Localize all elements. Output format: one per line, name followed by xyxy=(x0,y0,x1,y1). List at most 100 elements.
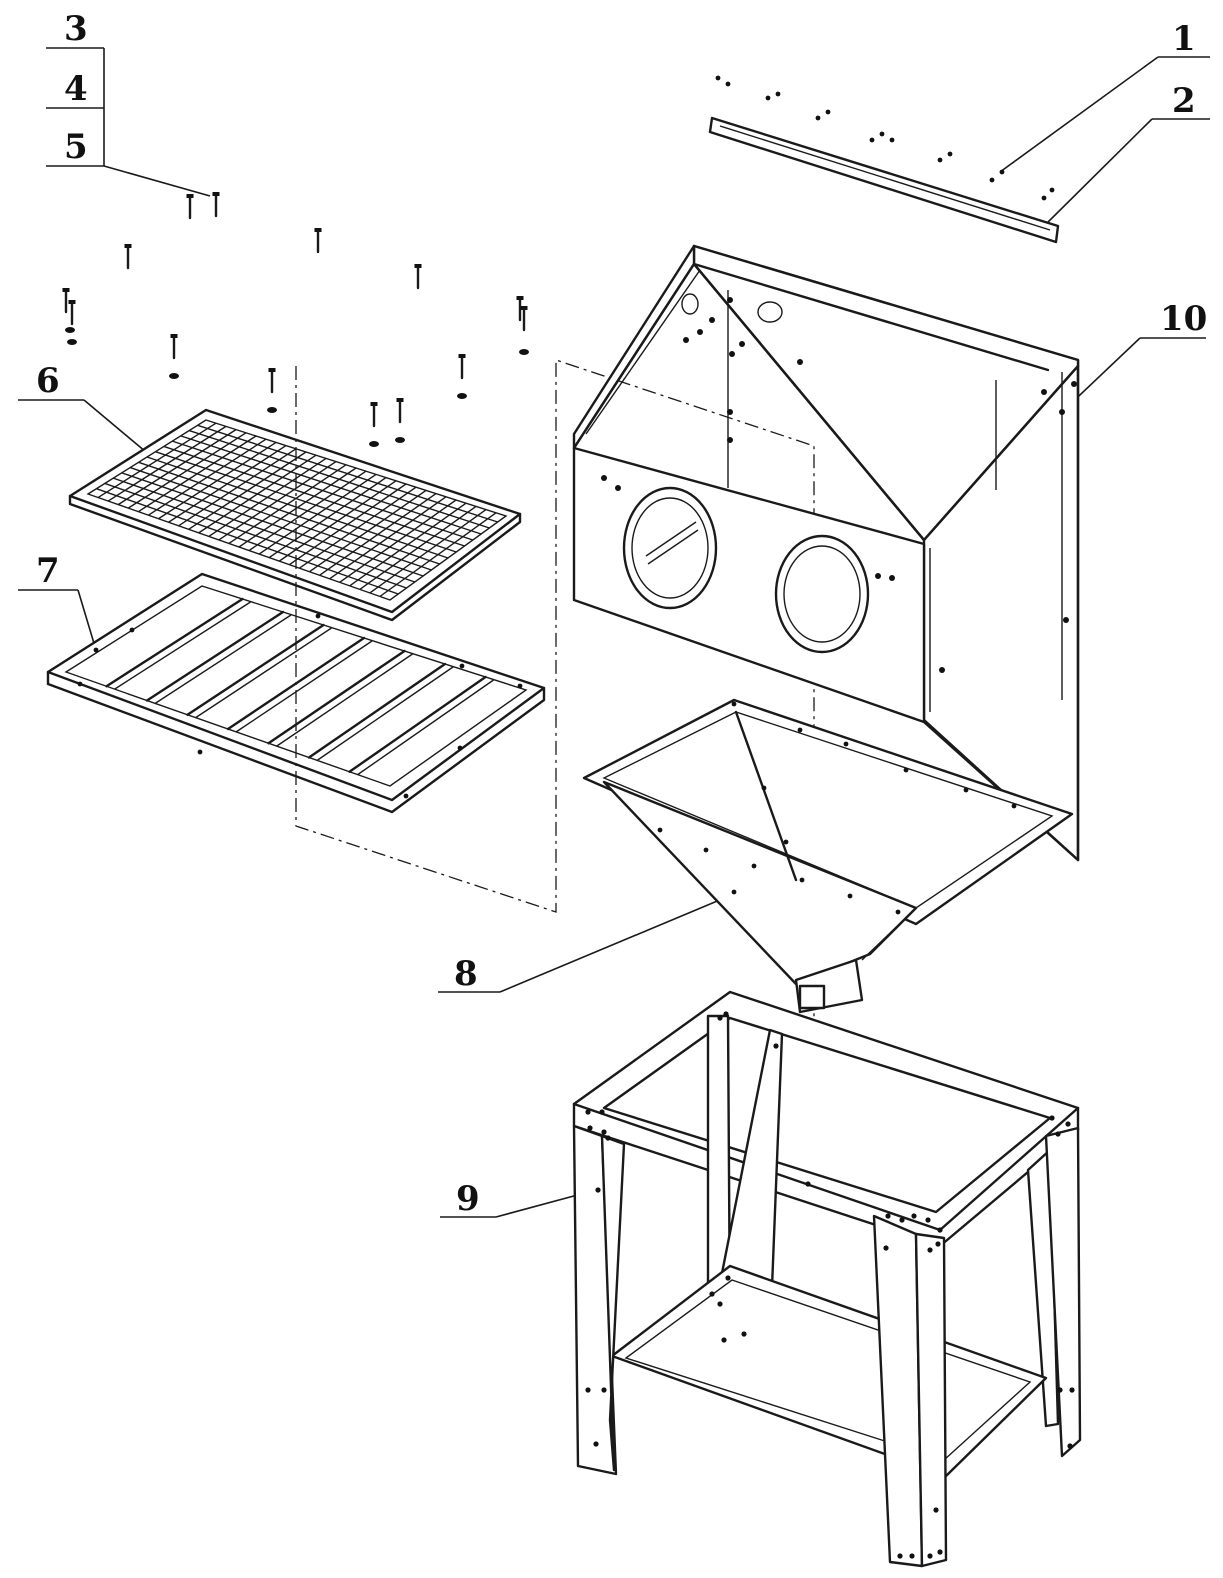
rivet-dot xyxy=(909,1553,915,1559)
rivet-dot xyxy=(585,1109,591,1115)
rivet-dot xyxy=(761,785,767,791)
rivet-dot xyxy=(799,877,805,883)
rivet-dot xyxy=(721,1337,727,1343)
callout-2: 2 xyxy=(1172,81,1196,121)
mesh-line xyxy=(121,472,424,577)
callout-10: 10 xyxy=(1160,299,1207,339)
rivet-dot xyxy=(883,1245,889,1251)
rivet-dot xyxy=(697,329,703,335)
rivet-dot xyxy=(773,1043,779,1049)
hopper-funnel xyxy=(582,698,1074,1014)
slat-line xyxy=(154,614,292,705)
rivet-dot xyxy=(709,1291,715,1297)
cabinet-rivets xyxy=(601,297,1077,673)
support-stand xyxy=(572,990,1082,1568)
slat-line xyxy=(307,662,447,759)
rivet-dot xyxy=(925,1217,931,1223)
rivet-dot xyxy=(725,1275,731,1281)
hex-bolt-icon xyxy=(414,264,422,268)
tray-slats xyxy=(77,597,523,799)
mesh-line xyxy=(129,466,432,571)
rivet-dot xyxy=(683,337,689,343)
rivet-dot xyxy=(615,485,621,491)
rivet-dot xyxy=(1049,1115,1055,1121)
rivet-dot xyxy=(197,749,203,755)
callout-6: 6 xyxy=(36,361,60,401)
washer-icon xyxy=(369,441,379,447)
slat-line xyxy=(145,610,285,702)
rivet-dot xyxy=(1065,1121,1071,1127)
rivet-dot xyxy=(739,341,745,347)
slat-line xyxy=(235,640,373,733)
rivet-dot xyxy=(731,889,737,895)
washer-icon xyxy=(519,349,529,355)
hex-bolt-icon xyxy=(396,398,404,402)
rivet-dot xyxy=(933,1507,939,1513)
washer-icon xyxy=(457,393,467,399)
slat-line xyxy=(186,623,325,716)
rivet-dot xyxy=(939,667,945,673)
rivet-dot xyxy=(765,95,771,101)
rivet-dot xyxy=(725,81,731,87)
rivet-dot xyxy=(657,827,663,833)
rivet-dot xyxy=(1055,1131,1061,1137)
hex-bolt-icon xyxy=(370,402,378,406)
rivet-dot xyxy=(999,169,1005,175)
rivet-dot xyxy=(897,1553,903,1559)
stand-bolts xyxy=(585,1011,1075,1559)
rivet-dot xyxy=(937,1549,943,1555)
washer-icon xyxy=(65,327,75,333)
rivet-dot xyxy=(703,847,709,853)
rivet-dot xyxy=(709,317,715,323)
rivet-dot xyxy=(889,575,895,581)
mesh-line xyxy=(197,424,498,523)
rivet-dot xyxy=(1049,187,1055,193)
rivet-dot xyxy=(847,893,853,899)
slat-line xyxy=(114,601,251,690)
hex-bolt-icon xyxy=(186,194,194,198)
hex-bolt-icon xyxy=(170,334,178,338)
washer-icon xyxy=(169,373,179,379)
rivet-dot xyxy=(797,727,803,733)
rivet-dot xyxy=(727,297,733,303)
rivet-dot xyxy=(783,839,789,845)
rivet-dot xyxy=(899,1217,905,1223)
rivet-dot xyxy=(895,909,901,915)
rivet-dot xyxy=(77,681,83,687)
rivet-dot xyxy=(1041,389,1047,395)
mesh-line xyxy=(172,440,474,541)
rivet-dot xyxy=(889,137,895,143)
hex-bolt-icon xyxy=(62,288,70,292)
washer-icon xyxy=(395,437,405,443)
rivet-dot xyxy=(741,1331,747,1337)
slat-line xyxy=(357,679,494,776)
rivet-dot xyxy=(927,1247,933,1253)
grid-plate xyxy=(68,408,522,622)
rivet-dot xyxy=(717,1301,723,1307)
slat-line xyxy=(195,627,332,719)
rivet-dot xyxy=(1059,409,1065,415)
hex-bolt-icon xyxy=(458,354,466,358)
mesh-line xyxy=(146,456,449,559)
rivet-dot xyxy=(911,1213,917,1219)
mesh-line xyxy=(113,477,416,583)
hinge-strip xyxy=(708,75,1060,244)
callout-1: 1 xyxy=(1172,19,1196,59)
hinge-screws xyxy=(715,75,1055,201)
washer-icon xyxy=(267,407,277,413)
rivet-dot xyxy=(585,1387,591,1393)
rivet-dot xyxy=(727,409,733,415)
rivet-dot xyxy=(605,1135,611,1141)
rivet-dot xyxy=(727,437,733,443)
callout-3: 3 xyxy=(64,9,88,49)
slat-line xyxy=(105,597,244,688)
rivet-dot xyxy=(751,863,757,869)
rivet-dot xyxy=(1071,381,1077,387)
rivet-dot xyxy=(989,177,995,183)
mesh-line xyxy=(180,435,482,535)
mesh-line xyxy=(188,429,490,529)
rivet-dot xyxy=(825,109,831,115)
hex-bolt-icon xyxy=(314,228,322,232)
rivet-dot xyxy=(129,627,135,633)
